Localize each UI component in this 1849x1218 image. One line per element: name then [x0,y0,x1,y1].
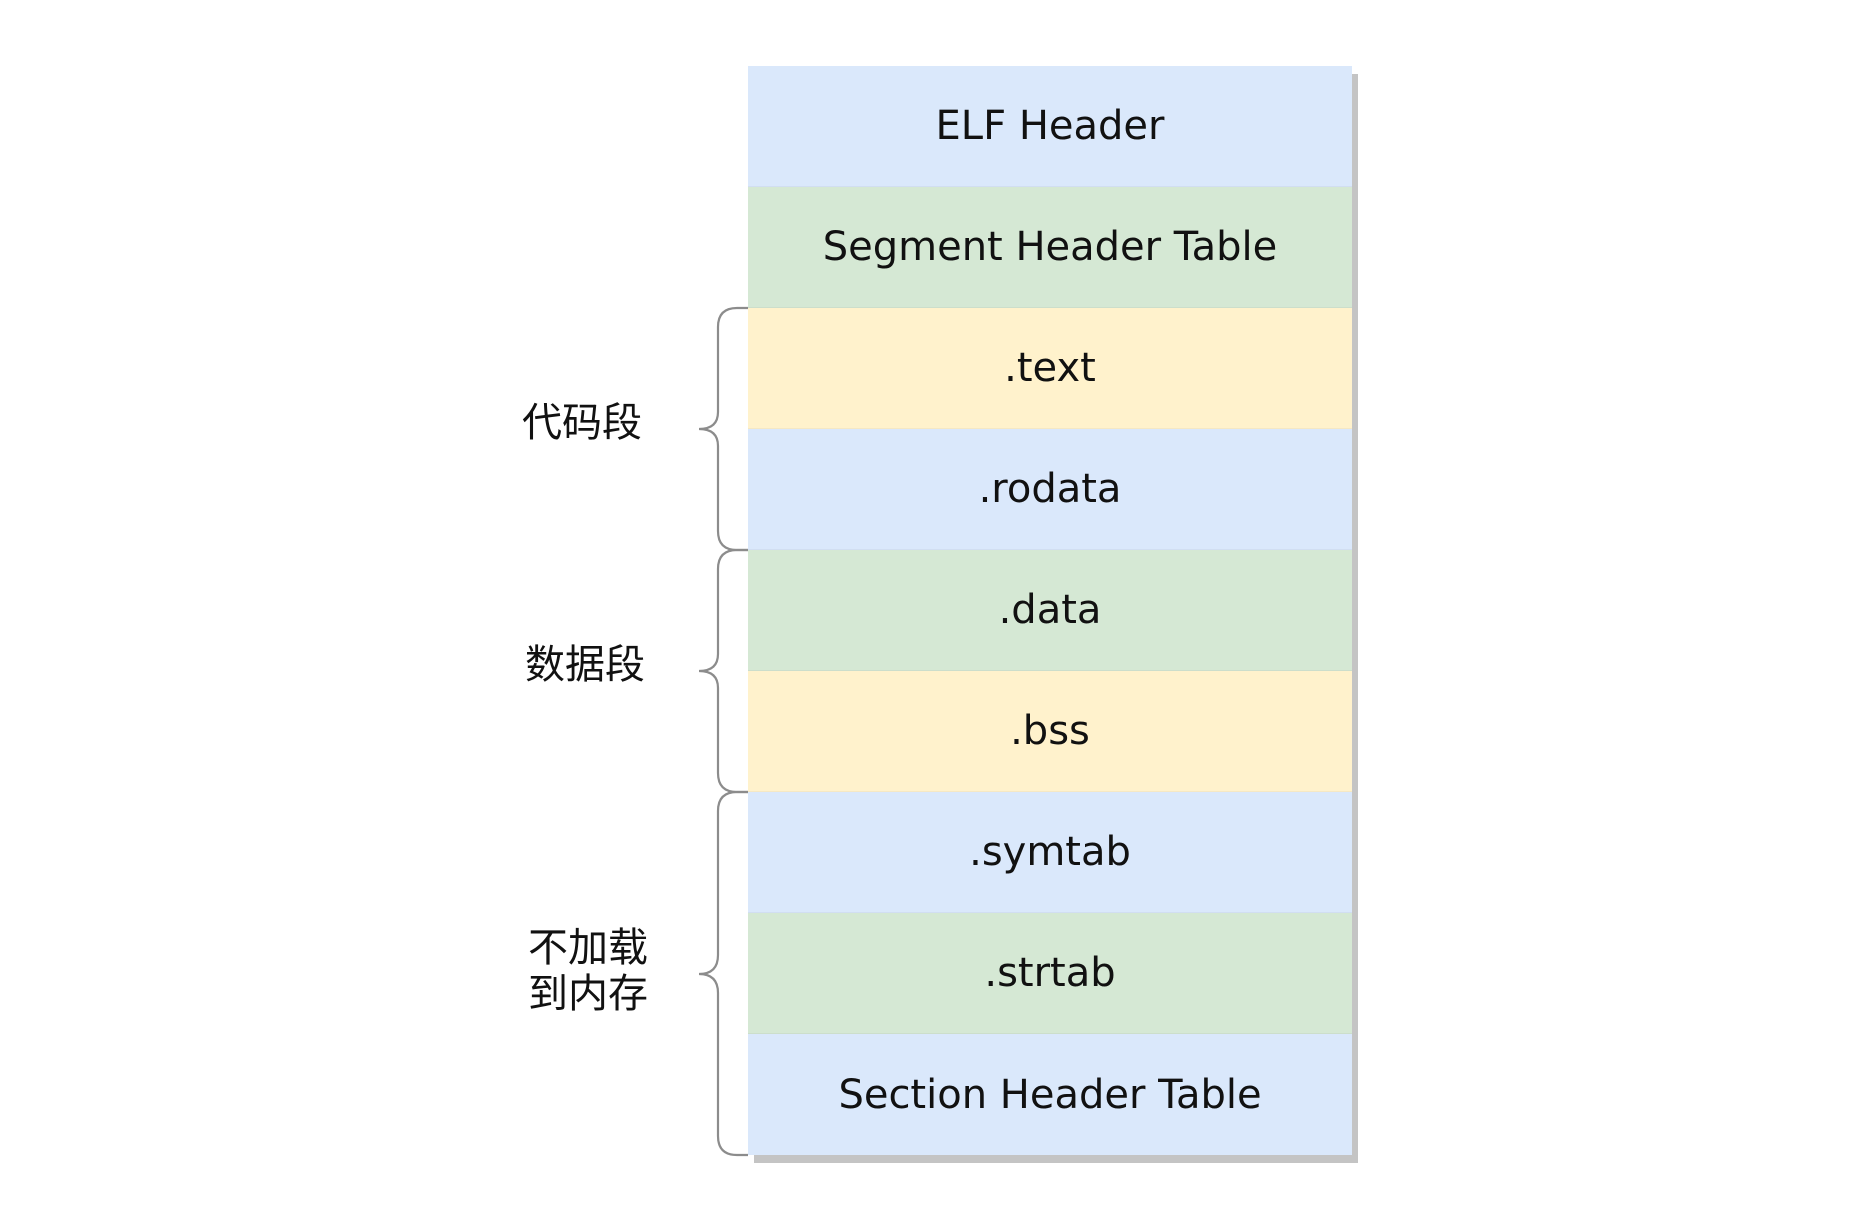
brace-code-segment [698,306,748,552]
section-label: .rodata [978,466,1122,512]
section-symtab: .symtab [748,792,1352,913]
section-label: .symtab [969,829,1131,875]
section-label: .bss [1010,708,1090,754]
section-label: Segment Header Table [822,224,1278,270]
section-label: Section Header Table [838,1071,1262,1118]
section-label: .text [1004,345,1096,391]
section-label: .strtab [984,950,1116,996]
section-text: .text [748,308,1352,429]
section-data: .data [748,550,1352,671]
group-label-code-segment: 代码段 [522,400,642,446]
group-label-data-segment: 数据段 [525,642,645,688]
section-section-header-table: Section Header Table [748,1034,1352,1155]
section-label: .data [998,587,1102,633]
brace-not-loaded [698,790,748,1157]
group-label-not-loaded: 不加载 到内存 [528,925,648,1017]
section-rodata: .rodata [748,429,1352,550]
section-strtab: .strtab [748,913,1352,1034]
elf-layout-stack: ELF Header Segment Header Table .text .r… [748,66,1352,1155]
section-bss: .bss [748,671,1352,792]
section-label: ELF Header [935,103,1165,149]
section-segment-header-table: Segment Header Table [748,187,1352,308]
brace-data-segment [698,548,748,794]
section-elf-header: ELF Header [748,66,1352,187]
